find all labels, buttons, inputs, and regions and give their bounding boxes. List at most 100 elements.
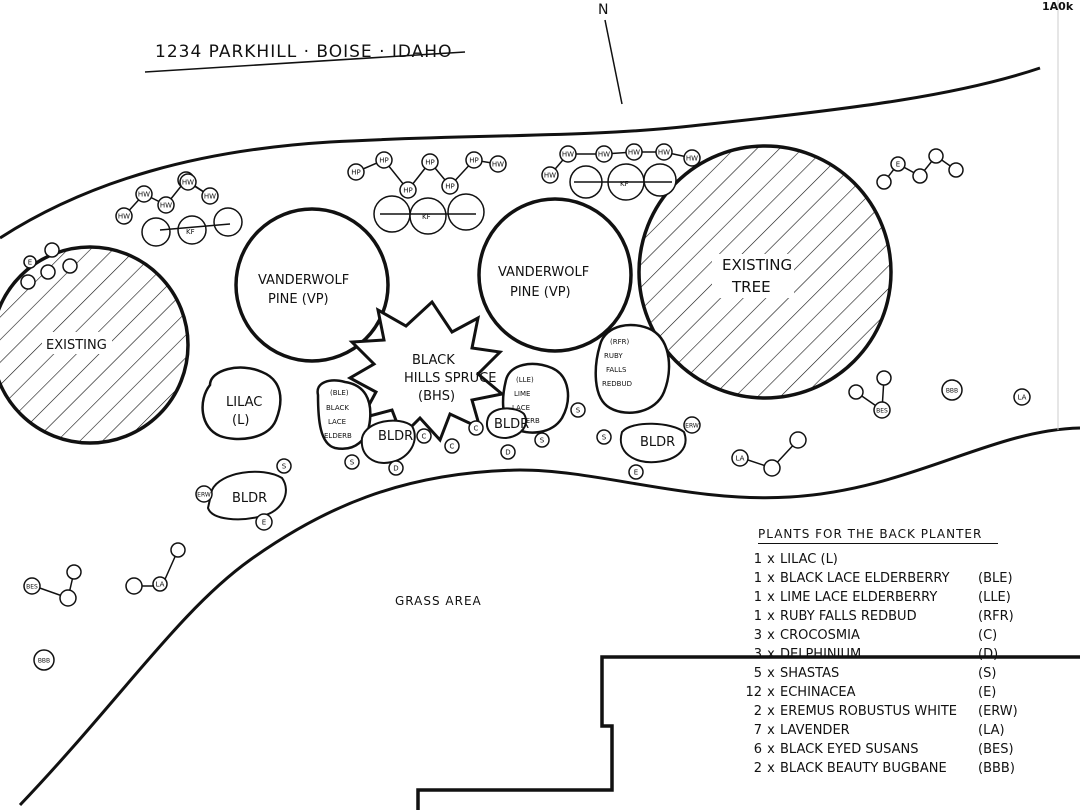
vp-right-label-1: VANDERWOLF <box>498 265 589 280</box>
legend-x: x <box>767 628 775 643</box>
plant-code-hw: HW <box>160 202 172 210</box>
ble-label-2: BLACK <box>326 404 349 412</box>
legend-x: x <box>767 571 775 586</box>
unlabeled-plant-circles <box>20 148 964 607</box>
boulder-3-label: BLDR <box>494 417 529 432</box>
plant-code-s: S <box>540 437 545 445</box>
existing-tree-right-label-2: TREE <box>731 278 771 296</box>
plant-code-hw: HW <box>544 172 556 180</box>
legend-qty: 3 <box>753 647 762 662</box>
legend-qty: 1 <box>753 609 762 624</box>
black-hills-spruce <box>346 299 506 443</box>
plant-code-d: D <box>393 465 398 473</box>
legend-plant-name: EREMUS ROBUSTUS WHITE <box>780 704 957 719</box>
legend-x: x <box>767 685 775 700</box>
boulder-1-label: BLDR <box>232 491 267 506</box>
legend-title: PLANTS FOR THE BACK PLANTER <box>758 527 998 544</box>
plant-marker-e <box>255 513 273 531</box>
vp-right-label-2: PINE (VP) <box>510 285 571 300</box>
plant-code-hp: HP <box>469 157 479 165</box>
plant-marker-s <box>276 458 292 474</box>
plant-code-markers: HWHWHWHWHWHWHPHPHPHPHPHPHWHWHWHWHWHWHWEE… <box>23 143 1031 671</box>
legend-plant-name: LAVENDER <box>780 723 850 738</box>
plant-marker-la <box>152 576 168 592</box>
plant-code-erw: ERW <box>685 423 699 430</box>
plant-marker-bbb <box>33 649 55 671</box>
legend-x: x <box>767 647 775 662</box>
existing-tree-left-label: EXISTING <box>46 338 107 353</box>
bhs-label-1: BLACK <box>412 353 455 368</box>
plant-code-s: S <box>282 463 287 471</box>
plant-code-c: C <box>450 443 455 451</box>
plant-code-s: S <box>602 434 607 442</box>
legend-x: x <box>767 590 775 605</box>
legend-qty: 1 <box>753 590 762 605</box>
legend-qty: 1 <box>753 552 762 567</box>
plant-code-la: LA <box>156 581 165 589</box>
lilac-label-1: LILAC <box>226 395 262 410</box>
plant-code-e: E <box>262 519 266 527</box>
plant-marker-erw <box>195 485 213 503</box>
plant-code-bes: BES <box>876 408 888 415</box>
plant-marker-hw <box>157 196 175 214</box>
lle-label-3: LACE <box>512 404 530 412</box>
plant-marker-s <box>570 402 586 418</box>
kf-group-right <box>569 163 677 201</box>
bed-bottom-edge <box>18 426 1080 807</box>
plant-marker-hp <box>375 151 393 169</box>
plant-code-bbb: BBB <box>946 388 958 395</box>
plant-code-hw: HW <box>204 193 216 201</box>
bhs-label-2: HILLS SPRUCE <box>404 371 496 386</box>
kf-group-middle <box>373 193 485 235</box>
plant-code-hw: HW <box>658 149 670 157</box>
legend-x: x <box>767 742 775 757</box>
plant-marker-hw <box>489 155 507 173</box>
legend-code: (RFR) <box>978 609 1014 624</box>
legend-plant-name: BLACK LACE ELDERBERRY <box>780 571 950 586</box>
plant-marker-hw <box>683 149 701 167</box>
plant-code-bbb: BBB <box>38 658 50 665</box>
ruby-falls-redbud <box>594 323 671 414</box>
plant-code-erw: ERW <box>197 492 211 499</box>
legend-x: x <box>767 609 775 624</box>
boulder-1 <box>206 470 287 521</box>
vanderwolf-pine-left <box>234 207 390 363</box>
plant-marker-bes <box>873 401 891 419</box>
plant-code-e: E <box>634 469 638 477</box>
plant-code-c: C <box>422 433 427 441</box>
vp-left-label-1: VANDERWOLF <box>258 273 349 288</box>
legend-code: (BES) <box>978 742 1014 757</box>
kf-right-label: KF <box>620 180 629 188</box>
boulder-4-label: BLDR <box>640 435 675 450</box>
rfr-label-3: FALLS <box>606 366 627 374</box>
legend-x: x <box>767 704 775 719</box>
ble-label-3: LACE <box>328 418 346 426</box>
north-label: N <box>598 2 609 18</box>
boulder-2 <box>360 419 416 464</box>
plant-code-hw: HW <box>182 179 194 187</box>
ble-label-4: ELDERB <box>324 432 352 440</box>
plant-marker-c <box>444 438 460 454</box>
legend-qty: 6 <box>753 742 762 757</box>
plant-code-c: C <box>474 425 479 433</box>
boulder-2-label: BLDR <box>378 429 413 444</box>
plant-code-hw: HW <box>118 213 130 221</box>
legend-plant-name: LILAC (L) <box>780 552 838 567</box>
plant-marker-bbb <box>941 379 963 401</box>
plant-code-la: LA <box>736 455 745 463</box>
legend-code: (E) <box>978 685 997 700</box>
vp-left-label-2: PINE (VP) <box>268 292 329 307</box>
plant-code-hw: HW <box>686 155 698 163</box>
black-lace-elderberry <box>316 379 372 451</box>
plant-marker-erw <box>683 416 701 434</box>
plant-marker-hw <box>201 187 219 205</box>
plant-marker-hw <box>541 166 559 184</box>
legend-code: (ERW) <box>978 704 1018 719</box>
